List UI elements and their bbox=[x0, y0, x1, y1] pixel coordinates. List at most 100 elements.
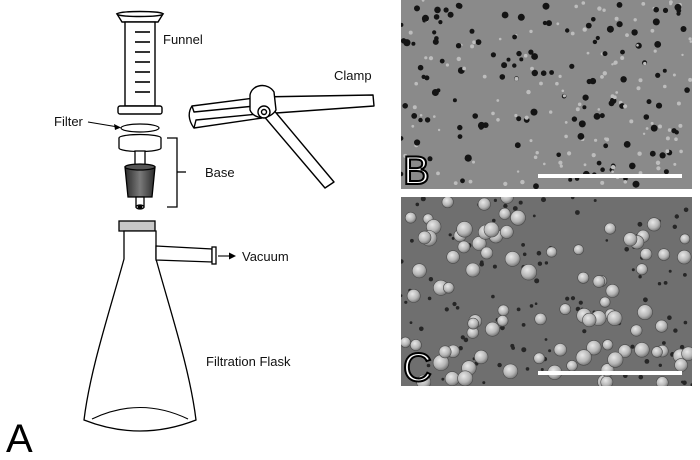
filter-pore bbox=[531, 53, 538, 60]
filter-pore bbox=[674, 3, 682, 11]
filter-pore bbox=[492, 218, 496, 223]
filter-pore bbox=[593, 199, 597, 202]
filter-pore bbox=[455, 306, 460, 310]
filter-pore bbox=[460, 178, 465, 184]
filter-pore bbox=[570, 296, 576, 301]
bacterial-cell bbox=[483, 221, 500, 238]
bacterial-cell bbox=[674, 358, 688, 372]
filter-pore bbox=[535, 151, 539, 155]
filter-pore bbox=[456, 3, 463, 9]
filter-pore bbox=[457, 124, 463, 131]
filter-pore bbox=[574, 4, 578, 9]
filter-pore bbox=[662, 7, 669, 13]
filter-pore bbox=[600, 167, 605, 172]
filter-pore bbox=[493, 198, 497, 202]
filter-pore bbox=[422, 14, 429, 22]
filter-pore bbox=[427, 296, 432, 301]
filter-pore bbox=[575, 210, 580, 215]
filter-pore bbox=[516, 50, 522, 57]
bacterial-cell bbox=[681, 346, 692, 361]
filter-pore bbox=[436, 171, 440, 176]
bacterial-cell bbox=[406, 288, 421, 303]
funnel-label: Funnel bbox=[163, 32, 203, 47]
panel-label-b: B bbox=[403, 149, 430, 193]
bacterial-cell bbox=[606, 310, 623, 326]
filter-pore bbox=[625, 33, 629, 37]
micrograph-b: B bbox=[401, 0, 692, 193]
bacterial-cell bbox=[679, 233, 691, 245]
filter-pore bbox=[412, 105, 417, 110]
filter-pore bbox=[520, 179, 525, 185]
bacterial-cell bbox=[467, 317, 480, 330]
bacterial-cell bbox=[623, 232, 638, 247]
filter-pore bbox=[438, 20, 443, 25]
filter-pore bbox=[581, 1, 586, 5]
filter-pore bbox=[578, 300, 583, 305]
filter-pore bbox=[419, 326, 424, 332]
bacterial-cell bbox=[500, 197, 514, 204]
bacterial-cell bbox=[404, 211, 417, 224]
filter-pore bbox=[624, 247, 629, 252]
filter-pore bbox=[539, 81, 543, 86]
bacterial-cell bbox=[639, 248, 653, 261]
filter-pore bbox=[614, 16, 619, 21]
filter-pore bbox=[582, 27, 587, 32]
filter-pore bbox=[679, 149, 683, 154]
bacterial-cell bbox=[480, 246, 494, 260]
filter-pore bbox=[556, 22, 560, 26]
filter-pore bbox=[491, 294, 495, 299]
filter-pore bbox=[529, 304, 534, 308]
bacterial-cell bbox=[573, 244, 584, 255]
filter-pore bbox=[418, 117, 423, 123]
filter-pore bbox=[642, 132, 646, 135]
filter-pore bbox=[408, 30, 413, 35]
filter-pore bbox=[577, 133, 585, 140]
filter-pore bbox=[521, 243, 525, 247]
filter-pore bbox=[569, 63, 575, 69]
filter-pore bbox=[402, 103, 409, 109]
filter-pore bbox=[521, 323, 526, 327]
filter-pore bbox=[498, 37, 502, 41]
bacterial-cell bbox=[502, 363, 519, 379]
filter-pore bbox=[633, 18, 637, 22]
filter-pore bbox=[475, 39, 482, 45]
bacterial-cell bbox=[411, 263, 427, 279]
filter-pore bbox=[482, 74, 487, 79]
filter-pore bbox=[411, 41, 416, 46]
bacterial-cell bbox=[417, 230, 432, 245]
filter-pore bbox=[623, 104, 628, 109]
filter-pore bbox=[441, 377, 445, 381]
filter-pore bbox=[403, 39, 411, 47]
bacterial-cell bbox=[634, 342, 650, 358]
bacterial-cell bbox=[651, 346, 663, 358]
filter-pore bbox=[637, 151, 642, 156]
filter-pore bbox=[401, 171, 404, 177]
filter-pore bbox=[676, 101, 681, 106]
filter-pore bbox=[689, 40, 692, 43]
filter-pore bbox=[519, 57, 524, 62]
bacterial-cell bbox=[604, 222, 616, 235]
filter-pore bbox=[667, 315, 672, 321]
filter-pore bbox=[529, 29, 533, 34]
filtration-flask bbox=[83, 220, 217, 432]
filter-pore bbox=[595, 35, 600, 41]
filter-pore bbox=[523, 53, 528, 58]
filter-pore bbox=[543, 162, 546, 166]
filter-pore bbox=[613, 60, 618, 65]
filter-pore bbox=[570, 197, 575, 200]
filter-pore bbox=[558, 74, 562, 78]
filter-pore bbox=[683, 207, 689, 213]
filter-pore bbox=[615, 91, 619, 94]
filter-pore bbox=[655, 72, 661, 78]
filter-pore bbox=[674, 214, 679, 219]
filter-pore bbox=[650, 124, 658, 132]
filter-pore bbox=[403, 153, 408, 158]
clamp bbox=[188, 84, 375, 189]
filter-pore bbox=[645, 127, 649, 130]
filter-pore bbox=[662, 68, 667, 73]
filter-pore bbox=[602, 71, 607, 76]
filter-pore bbox=[658, 363, 662, 367]
filter-pore bbox=[637, 221, 643, 227]
filter-pore bbox=[653, 49, 657, 53]
filter-pore bbox=[514, 76, 519, 81]
